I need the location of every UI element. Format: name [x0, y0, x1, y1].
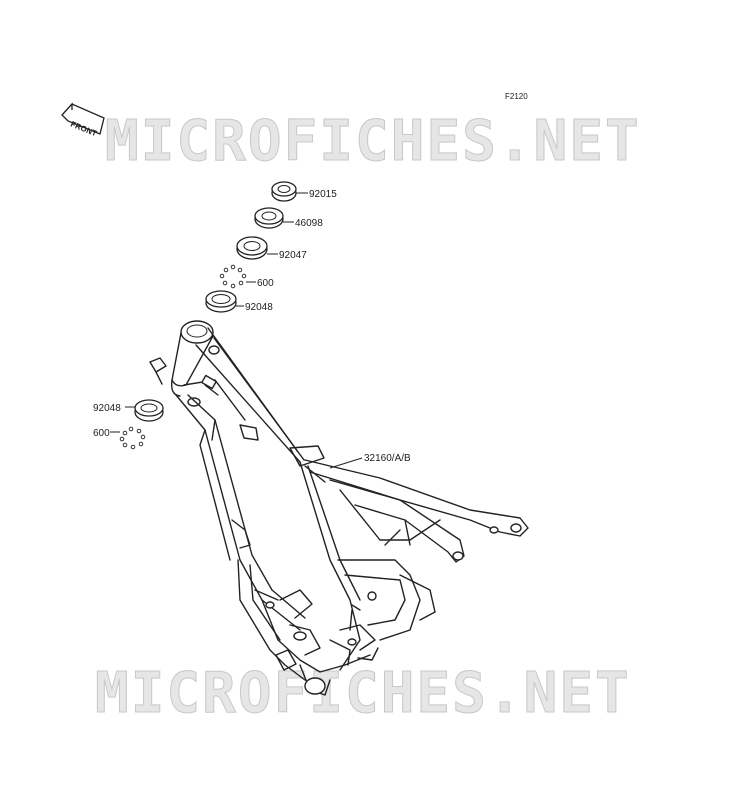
front-arrow-icon: FRONT [61, 102, 105, 138]
watermark-bottom: MICROFICHES.NET [95, 661, 631, 726]
label-92048-upper: 92048 [245, 302, 273, 313]
label-46098: 46098 [295, 218, 323, 229]
diagram-code: F2120 [505, 92, 528, 101]
label-600-upper: 600 [257, 278, 274, 289]
label-92047: 92047 [279, 250, 307, 261]
watermark-top: MICROFICHES.NET [105, 109, 641, 174]
part-92048-upper: 92048 [205, 290, 273, 313]
frame-32160 [149, 320, 529, 696]
part-46098: 46098 [254, 207, 323, 229]
label-92015: 92015 [309, 189, 337, 200]
label-92048-lower: 92048 [93, 403, 121, 414]
part-600-balls: 600 [219, 264, 274, 289]
label-frame: 32160/A/B [329, 453, 411, 469]
part-600-balls-lower: 600 [93, 426, 146, 450]
label-32160: 32160/A/B [364, 453, 411, 464]
part-92047: 92047 [236, 236, 307, 261]
part-92048-lower: 92048 [93, 399, 164, 422]
part-92015: 92015 [271, 181, 337, 202]
label-600-lower: 600 [93, 428, 110, 439]
